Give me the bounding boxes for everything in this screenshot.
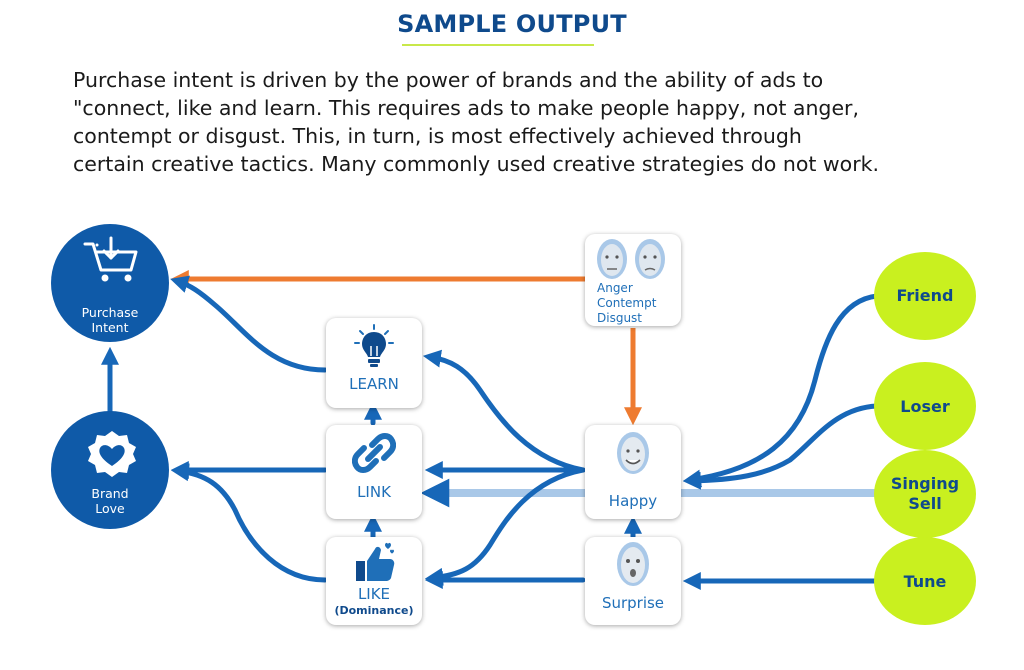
learn-to-purchase-arrow (170, 275, 328, 373)
happy-to-learn-arrow (422, 349, 586, 473)
negative-emotions-label: Anger Contempt Disgust (597, 281, 656, 326)
link-box: LINK (326, 425, 422, 519)
learn-label: LEARN (349, 375, 399, 393)
friend-to-happy-arrow (682, 293, 880, 488)
friend-label: Friend (896, 286, 954, 305)
loser-to-happy-arrow (682, 403, 880, 490)
page-title: SAMPLE OUTPUT (397, 10, 627, 38)
negative-emotions-box: Anger Contempt Disgust (585, 234, 681, 326)
paragraph-line: certain creative tactics. Many commonly … (73, 152, 880, 176)
title-underline (402, 44, 594, 46)
contempt-label: Contempt (597, 296, 657, 310)
love-label-line: Love (95, 501, 125, 516)
surprise-box: Surprise (585, 537, 681, 625)
like-label: LIKE (357, 585, 391, 603)
link-label: LINK (357, 483, 391, 501)
dominance-label: (Dominance) (334, 604, 414, 617)
tune-node (874, 537, 976, 625)
tune-label: Tune (903, 572, 947, 591)
purchase-intent-label: Purchase Intent (60, 305, 160, 335)
disgust-label: Disgust (597, 311, 643, 325)
loser-node (874, 362, 976, 450)
face-icon (635, 239, 665, 279)
brand-label-line: Brand (91, 486, 129, 501)
thumbs-up-icon (356, 542, 395, 581)
happy-label: Happy (608, 492, 658, 510)
happy-box: Happy (585, 425, 681, 519)
like-box: LIKE (Dominance) (326, 537, 422, 625)
brand-love-label: Brand Love (60, 486, 160, 516)
intent-label-line: Intent (91, 320, 129, 335)
chain-link-icon (352, 433, 396, 473)
singing-label-line: Singing (890, 474, 960, 493)
loser-label: Loser (900, 397, 950, 416)
singing-sell-label: Singing Sell (874, 474, 976, 514)
friend-node (874, 252, 976, 340)
paragraph-line: "connect, like and learn. This requires … (73, 96, 860, 120)
singing-sell-node (874, 450, 976, 538)
learn-box: LEARN (326, 318, 422, 408)
sell-label-line: Sell (908, 494, 942, 513)
happy-face-icon (617, 432, 649, 474)
face-icon (597, 239, 627, 279)
paragraph-line: Purchase intent is driven by the power o… (73, 68, 824, 92)
brand-love-node (51, 411, 169, 529)
like-to-brand-love-arrow (170, 463, 328, 583)
surprise-label: Surprise (601, 594, 665, 612)
shopping-cart-icon (83, 236, 138, 272)
heart-badge-icon (88, 431, 136, 477)
happy-to-like-arrow (424, 467, 586, 586)
surprise-face-icon (617, 542, 649, 586)
intro-paragraph: Purchase intent is driven by the power o… (73, 66, 973, 178)
purchase-label-line: Purchase (81, 305, 139, 320)
purchase-intent-node (51, 224, 169, 342)
paragraph-line: contempt or disgust. This, in turn, is m… (73, 124, 802, 148)
lightbulb-icon (354, 324, 394, 367)
anger-label: Anger (597, 281, 633, 295)
